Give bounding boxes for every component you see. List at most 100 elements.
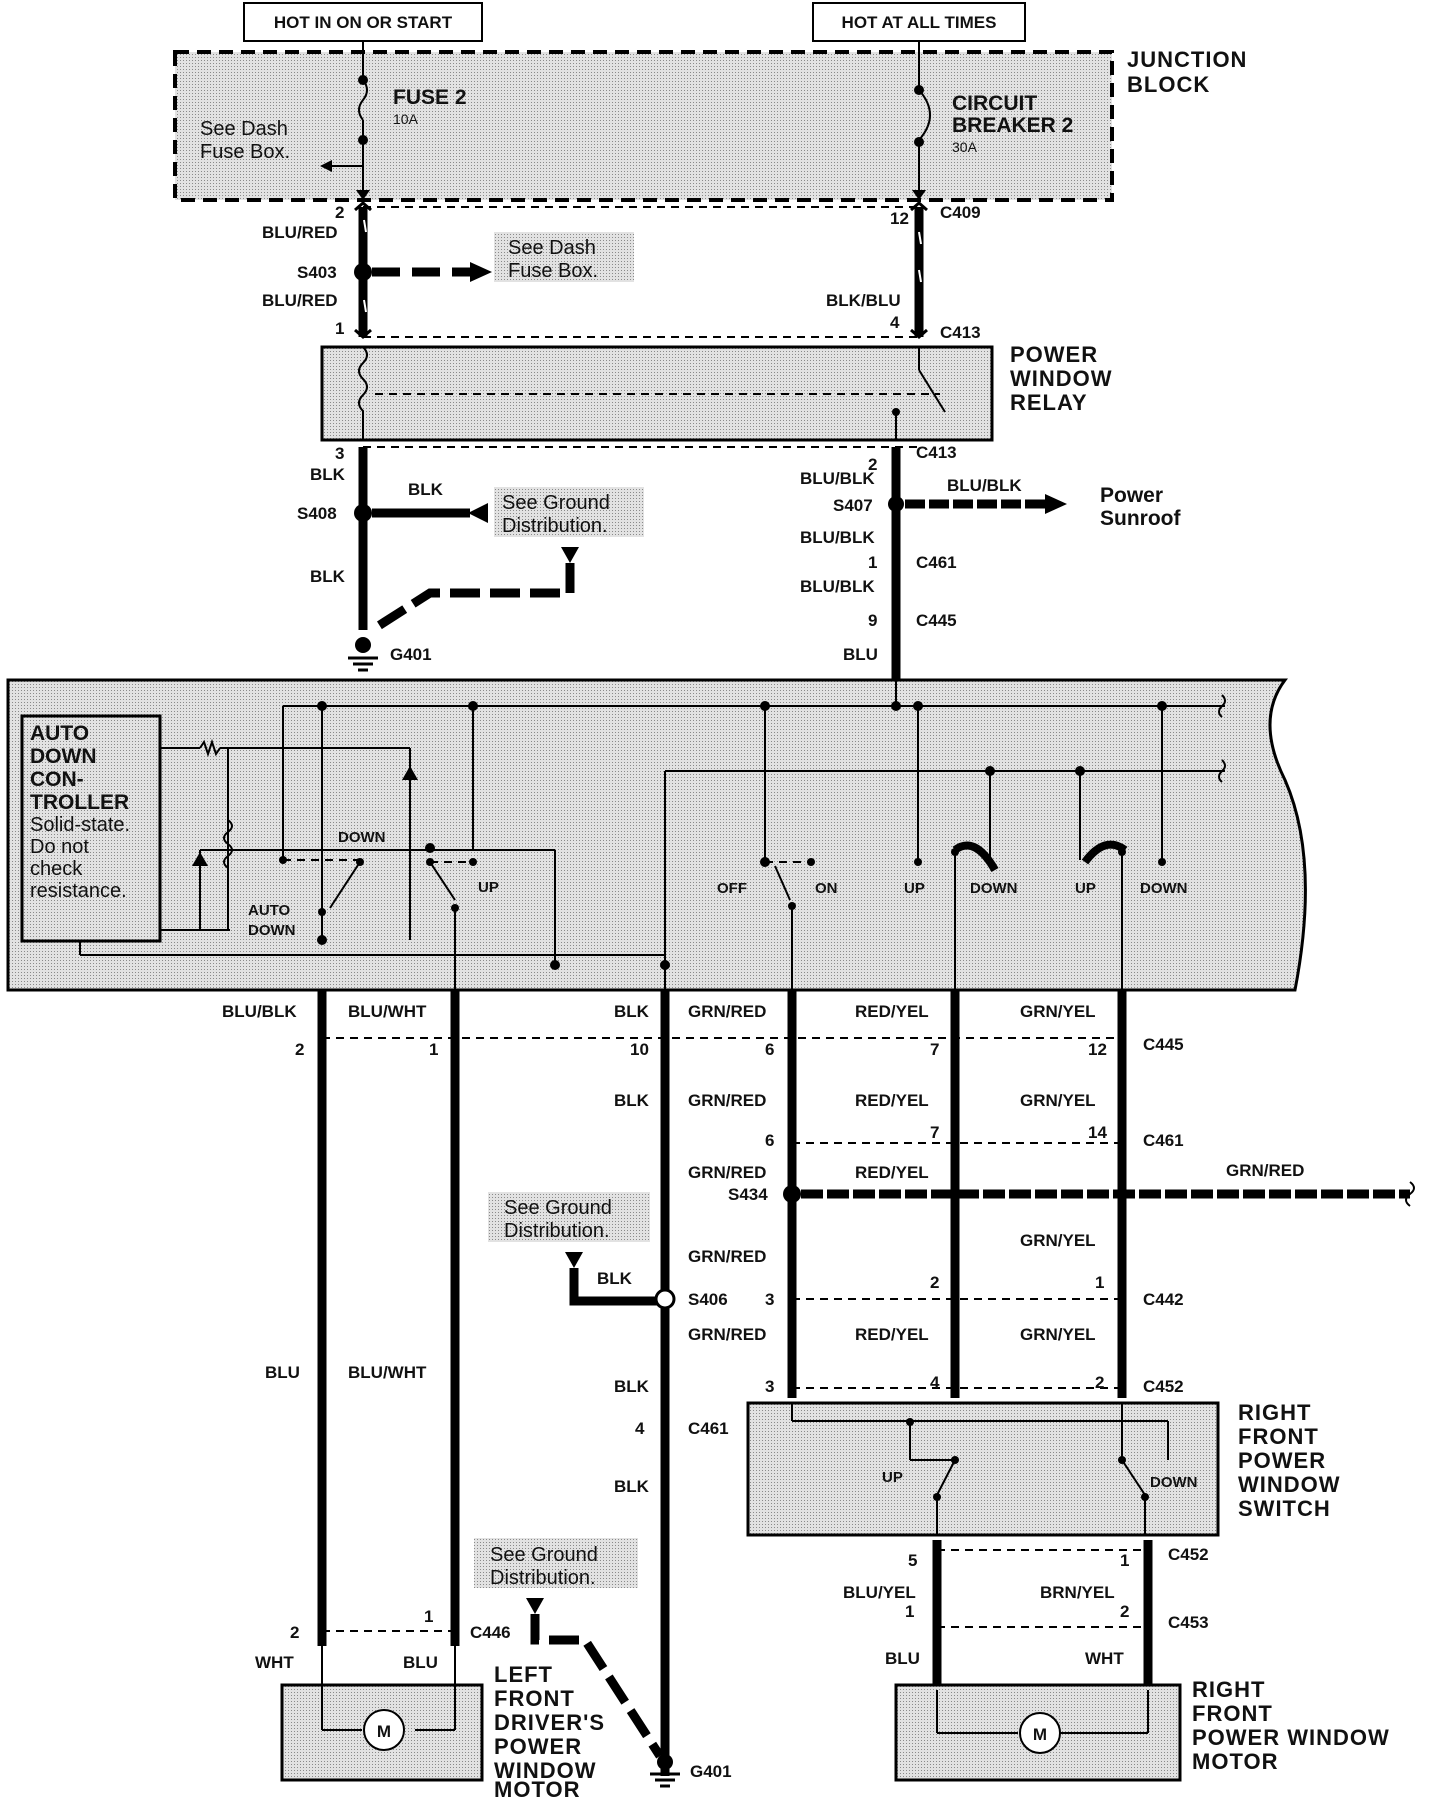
pin-2-top: 2 <box>335 203 344 222</box>
right-motor-3: POWER WINDOW <box>1192 1725 1390 1750</box>
rf-switch-4: WINDOW <box>1238 1472 1341 1497</box>
wire-blublk-sunroof: BLU/BLK <box>947 476 1022 495</box>
relay-label-1: POWER <box>1010 342 1098 367</box>
solid-state-4: resistance. <box>30 880 127 902</box>
ms-down: DOWN <box>338 829 386 846</box>
breaker-name-2: BREAKER 2 <box>952 114 1073 137</box>
wire-wht-r: WHT <box>1085 1649 1124 1668</box>
p-2: 2 <box>295 1040 304 1059</box>
p-12: 12 <box>1088 1040 1107 1059</box>
wire-blu-l: BLU <box>403 1653 438 1672</box>
p-10: 10 <box>630 1040 649 1059</box>
ms-rf-up: UP <box>904 880 925 897</box>
right-motor-1: RIGHT <box>1192 1677 1265 1702</box>
wire-brnyel: BRN/YEL <box>1040 1583 1115 1602</box>
solid-state-1: Solid-state. <box>30 814 130 836</box>
w3-b: BLK <box>614 1091 650 1110</box>
auto-down-controller <box>20 714 162 943</box>
ms-up: UP <box>478 879 499 896</box>
left-motor-symbol: M <box>377 1722 391 1741</box>
fuse-name: FUSE 2 <box>393 86 467 109</box>
hot-run-label: HOT IN ON OR START <box>274 13 453 32</box>
pin-1-top: 1 <box>335 319 344 338</box>
rf-up: UP <box>882 1469 903 1486</box>
w3-low: BLK <box>614 1477 650 1496</box>
ms-off: OFF <box>717 880 747 897</box>
auto-down-label-4: TROLLER <box>30 791 129 814</box>
p-6b: 6 <box>765 1131 774 1150</box>
wire-blublk-3: BLU/BLK <box>800 577 875 596</box>
w4-c: GRN/RED <box>688 1163 766 1182</box>
auto-down-label-2: DOWN <box>30 745 97 768</box>
left-motor-5: WINDOW <box>494 1758 597 1783</box>
conn-c409: C409 <box>940 203 981 222</box>
wire-blublk-1: BLU/BLK <box>800 469 875 488</box>
p-2h: 2 <box>290 1623 299 1642</box>
p-7: 7 <box>930 1040 939 1059</box>
wire-blk-2: BLK <box>310 567 346 586</box>
w5-b: RED/YEL <box>855 1091 929 1110</box>
right-motor-symbol: M <box>1033 1725 1047 1744</box>
left-motor-3: DRIVER'S <box>494 1710 605 1735</box>
pin-3-relay: 3 <box>335 444 344 463</box>
see-ground-2-line2: Distribution. <box>504 1220 610 1242</box>
p-2d: 2 <box>1095 1373 1104 1392</box>
ms-auto-down-2: DOWN <box>248 922 296 939</box>
p-1h: 1 <box>424 1607 433 1626</box>
p-1g: 1 <box>905 1602 914 1621</box>
see-ground-3-line1: See Ground <box>490 1544 598 1566</box>
conn-c452: C452 <box>1143 1377 1184 1396</box>
wire-bluyel: BLU/YEL <box>843 1583 916 1602</box>
wire-grnred-right: GRN/RED <box>1226 1161 1304 1180</box>
right-motor-4: MOTOR <box>1192 1749 1278 1774</box>
p-1c: 1 <box>1095 1273 1104 1292</box>
w4-b: GRN/RED <box>688 1091 766 1110</box>
wire-blu-r: BLU <box>885 1649 920 1668</box>
wire-blured-2: BLU/RED <box>262 291 338 310</box>
w5-c: RED/YEL <box>855 1163 929 1182</box>
conn-c442: C442 <box>1143 1290 1184 1309</box>
ms-auto-down-1: AUTO <box>248 902 291 919</box>
w6-top: GRN/YEL <box>1020 1002 1096 1021</box>
p-1: 1 <box>429 1040 438 1059</box>
see-ground-1-box <box>494 487 644 537</box>
w6-e: GRN/YEL <box>1020 1325 1096 1344</box>
sunroof-label-1: Power <box>1100 484 1163 507</box>
rf-switch-1: RIGHT <box>1238 1400 1311 1425</box>
ms-rr-up: UP <box>1075 880 1096 897</box>
pin-2-relay: 2 <box>868 455 877 474</box>
sunroof-label-2: Sunroof <box>1100 507 1181 530</box>
w2-mid: BLU/WHT <box>348 1363 427 1382</box>
p-3d: 3 <box>765 1377 774 1396</box>
left-motor-1: LEFT <box>494 1662 553 1687</box>
wire-wht-l: WHT <box>255 1653 294 1672</box>
solid-state-2: Do not <box>30 836 89 858</box>
master-switch-body <box>6 678 1307 992</box>
wire-blk-branch2: BLK <box>597 1269 633 1288</box>
rf-switch-5: SWITCH <box>1238 1496 1331 1521</box>
w2-top: BLU/WHT <box>348 1002 427 1021</box>
wire-blk-branch: BLK <box>408 480 444 499</box>
conn-c453: C453 <box>1168 1613 1209 1632</box>
conn-c413-b: C413 <box>916 443 957 462</box>
splice-s408: S408 <box>297 504 337 523</box>
see-dash-2-line1: See Dash <box>508 237 596 259</box>
wire-blk-1: BLK <box>310 465 346 484</box>
see-ground-1-line2: Distribution. <box>502 515 608 537</box>
p-5: 5 <box>908 1551 917 1570</box>
see-dash-2-box <box>494 232 634 282</box>
p-1f: 1 <box>1120 1551 1129 1570</box>
w4-top: GRN/RED <box>688 1002 766 1021</box>
pin-9-c445: 9 <box>868 611 877 630</box>
w6-b: GRN/YEL <box>1020 1091 1096 1110</box>
pin-12-top: 12 <box>890 209 909 228</box>
wire-blublk-2: BLU/BLK <box>800 528 875 547</box>
breaker-rating: 30A <box>952 139 978 155</box>
see-ground-3-line2: Distribution. <box>490 1567 596 1589</box>
conn-c445-lower: C445 <box>1143 1035 1184 1054</box>
ground-g401-bottom: G401 <box>690 1762 732 1781</box>
see-ground-3-box <box>474 1538 638 1588</box>
conn-c445-top: C445 <box>916 611 957 630</box>
w3-top: BLK <box>614 1002 650 1021</box>
conn-c446: C446 <box>470 1623 511 1642</box>
